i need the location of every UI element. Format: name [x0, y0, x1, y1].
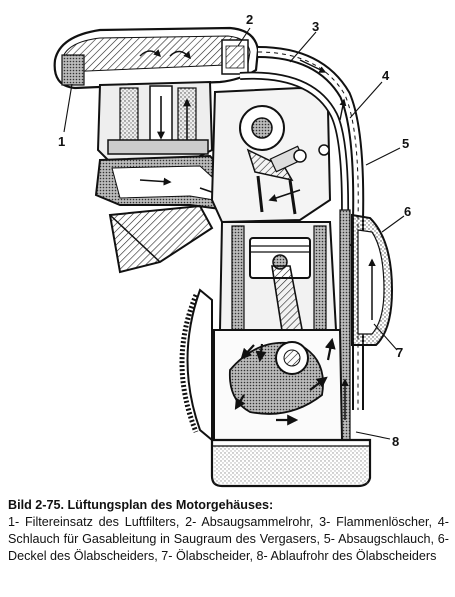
- leader-lines: [63, 27, 405, 440]
- caption-legend: 1- Filtereinsatz des Luftfilters, 2- Abs…: [8, 515, 449, 563]
- oil-separator: [339, 209, 394, 461]
- callout-6: 6: [404, 204, 411, 219]
- cylinder-head: [210, 86, 332, 224]
- callout-1: 1: [58, 134, 65, 149]
- engine-ventilation-diagram: 1 2 3 4 5 6 7 8: [53, 12, 411, 488]
- callout-7: 7: [396, 345, 403, 360]
- callout-5: 5: [402, 136, 409, 151]
- callout-3: 3: [312, 19, 319, 34]
- figure-caption: Bild 2-75. Lüftungsplan des Motorgehäuse…: [8, 497, 449, 565]
- callout-labels: 1 2 3 4 5 6 7 8: [58, 12, 411, 449]
- engine-block: [218, 221, 338, 351]
- air-filter-housing: [53, 26, 260, 90]
- oil-sump: [210, 438, 372, 488]
- caption-title: Bild 2-75. Lüftungsplan des Motorgehäuse…: [8, 498, 274, 512]
- carburettor: [96, 80, 214, 164]
- callout-4: 4: [382, 68, 390, 83]
- callout-2: 2: [246, 12, 253, 27]
- callout-8: 8: [392, 434, 399, 449]
